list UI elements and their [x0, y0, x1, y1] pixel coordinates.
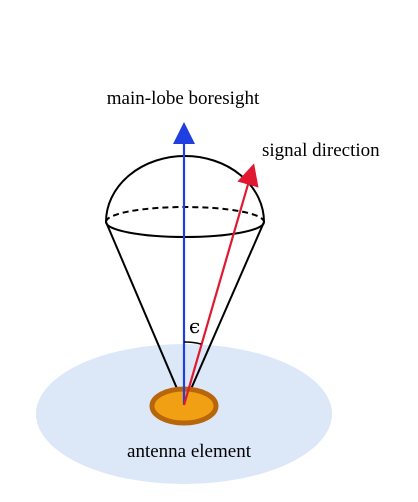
- boresight-label: main-lobe boresight: [107, 88, 260, 109]
- signal-arrow: [182, 163, 259, 406]
- signal-direction-label: signal direction: [262, 140, 380, 161]
- cone-right-edge: [183, 221, 265, 406]
- angle-arc: [183, 341, 202, 345]
- cone-left-edge: [105, 221, 185, 406]
- antenna-element-label: antenna element: [127, 441, 252, 462]
- angle-epsilon-label: ϵ: [189, 314, 200, 338]
